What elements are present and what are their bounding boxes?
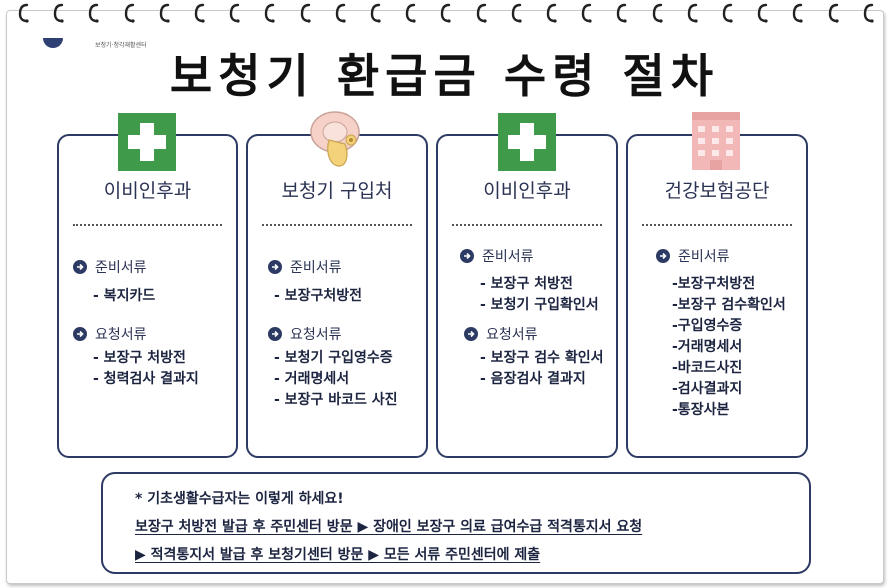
- step-card-title: 건강보험공단: [664, 180, 770, 202]
- section-label: 요청서류: [290, 327, 342, 343]
- list-item: - 보청기 구입확인서: [480, 297, 599, 313]
- binding-ring-icon: [405, 2, 417, 24]
- list-item: - 보장구 검수 확인서: [480, 350, 604, 366]
- list-item: -구입영수증: [672, 318, 743, 334]
- binding-ring-icon: [722, 2, 734, 24]
- section-header: 요청서류: [268, 324, 342, 344]
- green-cross-icon: [118, 113, 176, 175]
- note-box: * 기초생활수급자는 이렇게 하세요! 보장구 처방전 발급 후 주민센터 방문…: [101, 472, 811, 574]
- binding-ring-icon: [194, 2, 206, 24]
- binding-ring-icon: [863, 2, 875, 24]
- section-header: 준비서류: [460, 246, 534, 266]
- divider: [452, 224, 602, 226]
- document-list: - 보장구 처방전 - 보청기 구입확인서: [480, 274, 599, 316]
- list-item: -검사결과지: [672, 381, 743, 397]
- section-label: 요청서류: [486, 327, 538, 343]
- divider: [262, 224, 412, 226]
- arrow-right-icon: [268, 260, 282, 274]
- arrow-right-icon: [656, 249, 670, 263]
- binding-ring-icon: [616, 2, 628, 24]
- list-item: -거래명세서: [672, 339, 743, 355]
- list-item: - 보장구 처방전: [480, 276, 573, 292]
- binding-ring-icon: [828, 2, 840, 24]
- step-card-title: 이비인후과: [483, 180, 571, 202]
- step-card-2: 보청기 구입처 준비서류 - 보장구처방전 요청서류 - 보청기 구입영수증 -…: [246, 134, 428, 458]
- step-card-1: 이비인후과 준비서류 - 복지카드 요청서류 - 보장구 처방전 - 청력검사 …: [57, 134, 238, 458]
- list-item: - 보장구처방전: [274, 288, 362, 304]
- list-item: - 음장검사 결과지: [480, 371, 586, 387]
- step-card-4: 건강보험공단 준비서류 -보장구처방전 -보장구 검수확인서 -구입영수증 -거…: [626, 134, 808, 458]
- hearing-aid-icon: [305, 110, 367, 176]
- document-list: - 복지카드: [93, 286, 155, 307]
- list-item: - 보장구 바코드 사진: [274, 392, 398, 408]
- list-item: -보장구 검수확인서: [672, 297, 786, 313]
- section-header: 요청서류: [73, 324, 147, 344]
- building-icon: [688, 112, 744, 174]
- arrow-right-icon: [464, 327, 478, 341]
- binding-ring-icon: [757, 2, 769, 24]
- list-item: -보장구처방전: [672, 276, 756, 292]
- logo-text: 보청기·청각재활센터: [95, 42, 147, 49]
- list-item: - 보장구 처방전: [93, 350, 186, 366]
- list-item: - 거래명세서: [274, 371, 350, 387]
- document-list: - 보장구 처방전 - 청력검사 결과지: [93, 348, 199, 390]
- binding-ring-icon: [370, 2, 382, 24]
- list-item: -통장사본: [672, 402, 730, 418]
- binding-ring-icon: [440, 2, 452, 24]
- binding-ring-icon: [335, 2, 347, 24]
- step-card-title: 이비인후과: [103, 180, 192, 202]
- binding-ring-icon: [18, 2, 30, 24]
- arrow-right-icon: [268, 327, 282, 341]
- binding-ring-icon: [159, 2, 171, 24]
- note-title: * 기초생활수급자는 이렇게 하세요!: [135, 491, 344, 507]
- step-card-3: 이비인후과 준비서류 - 보장구 처방전 - 보청기 구입확인서 요청서류 - …: [436, 134, 618, 458]
- arrow-right-icon: [73, 327, 87, 341]
- section-header: 준비서류: [268, 257, 342, 277]
- document-list: - 보청기 구입영수증 - 거래명세서 - 보장구 바코드 사진: [274, 348, 397, 411]
- binding-ring-icon: [88, 2, 100, 24]
- divider: [642, 224, 792, 226]
- section-label: 준비서류: [482, 249, 534, 265]
- binding-ring-icon: [124, 2, 136, 24]
- binding-ring-icon: [581, 2, 593, 24]
- section-header: 준비서류: [656, 246, 730, 266]
- binding-ring-icon: [229, 2, 241, 24]
- page-title: 보청기 환급금 수령 절차: [169, 49, 720, 103]
- note-line-1: 보장구 처방전 발급 후 주민센터 방문 ▶ 장애인 보장구 의료 급여수급 적…: [135, 519, 643, 535]
- logo-icon: [43, 38, 63, 48]
- arrow-right-icon: [73, 260, 87, 274]
- note-line-2: ▶ 적격통지서 발급 후 보청기센터 방문 ▶ 모든 서류 주민센터에 제출: [135, 547, 541, 563]
- list-item: - 보청기 구입영수증: [274, 350, 393, 366]
- section-label: 요청서류: [95, 327, 147, 343]
- document-list: - 보장구처방전: [274, 286, 362, 307]
- binding-ring-icon: [300, 2, 312, 24]
- binding-ring-icon: [476, 2, 488, 24]
- green-cross-icon: [498, 113, 556, 175]
- binding-ring-icon: [687, 2, 699, 24]
- step-card-title: 보청기 구입처: [281, 180, 393, 202]
- section-label: 준비서류: [678, 249, 730, 265]
- list-item: - 청력검사 결과지: [93, 371, 199, 387]
- list-item: - 복지카드: [93, 288, 156, 304]
- binding-ring-icon: [264, 2, 276, 24]
- section-label: 준비서류: [290, 260, 342, 276]
- list-item: -바코드사진: [672, 360, 743, 376]
- binding-ring-icon: [792, 2, 804, 24]
- divider: [73, 224, 222, 226]
- arrow-right-icon: [460, 249, 474, 263]
- binding-ring-icon: [546, 2, 558, 24]
- binding-ring-icon: [511, 2, 523, 24]
- document-list: -보장구처방전 -보장구 검수확인서 -구입영수증 -거래명세서 -바코드사진 …: [672, 274, 786, 421]
- spiral-binding: [0, 0, 889, 30]
- binding-ring-icon: [652, 2, 664, 24]
- section-label: 준비서류: [95, 260, 147, 276]
- section-header: 준비서류: [73, 257, 147, 277]
- document-list: - 보장구 검수 확인서 - 음장검사 결과지: [480, 348, 603, 390]
- binding-ring-icon: [53, 2, 65, 24]
- section-header: 요청서류: [464, 324, 538, 344]
